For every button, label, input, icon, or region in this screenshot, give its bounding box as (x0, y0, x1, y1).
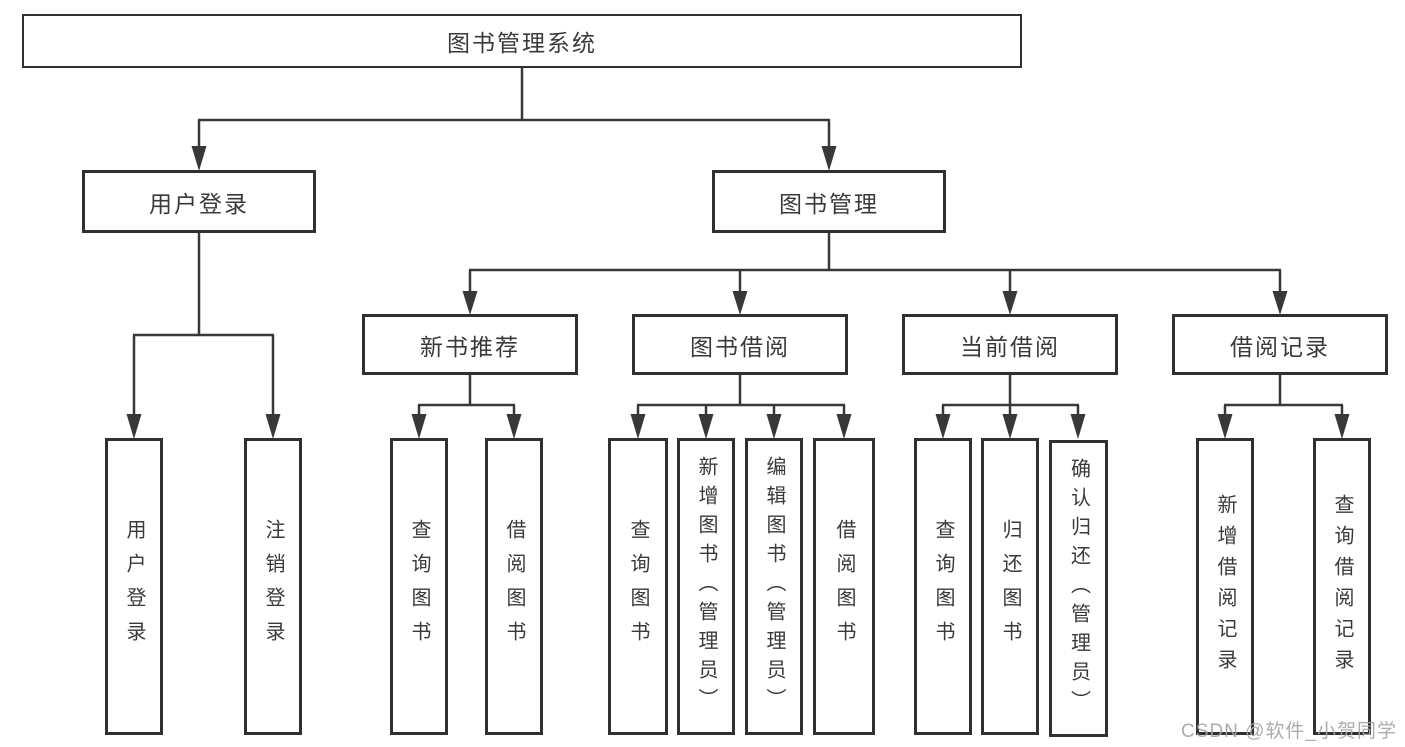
node-label: 用户登录 (149, 190, 249, 217)
node-label: 借阅图书 (833, 518, 855, 655)
node-label: 新增图书（管理员） (695, 456, 717, 717)
node-leaf-return-book: 归还图书 (981, 438, 1039, 735)
node-label: 新增借阅记录 (1214, 493, 1236, 680)
node-label: 图书管理 (779, 190, 879, 217)
node-leaf-borrow-books: 借阅图书 (813, 438, 875, 735)
node-label: 新书推荐 (420, 333, 520, 360)
node-borrowing-records: 借阅记录 (1172, 314, 1388, 375)
node-book-borrowing: 图书借阅 (632, 314, 848, 375)
node-new-book-recommend: 新书推荐 (362, 314, 578, 375)
node-current-borrowing: 当前借阅 (902, 314, 1118, 375)
node-leaf-user-login: 用户登录 (105, 438, 163, 735)
node-label: 用户登录 (123, 518, 145, 655)
node-label: 编辑图书（管理员） (763, 456, 785, 717)
csdn-watermark: CSDN @软件_小贺同学 (1181, 721, 1397, 742)
node-book-management: 图书管理 (712, 170, 946, 233)
node-leaf-query-books-recommend: 查询图书 (390, 438, 448, 735)
node-leaf-borrow-books-recommend: 借阅图书 (485, 438, 543, 735)
node-leaf-query-books-current: 查询图书 (914, 438, 972, 735)
node-leaf-logout: 注销登录 (244, 438, 302, 735)
node-label: 借阅记录 (1230, 333, 1330, 360)
node-library-system: 图书管理系统 (22, 14, 1022, 68)
node-label: 查询图书 (627, 518, 649, 655)
node-leaf-edit-book-admin: 编辑图书（管理员） (745, 438, 803, 735)
node-label: 查询借阅记录 (1331, 493, 1353, 680)
node-label: 归还图书 (999, 518, 1021, 655)
node-user-login: 用户登录 (82, 170, 316, 233)
node-label: 图书管理系统 (447, 30, 597, 56)
node-label: 确认归还（管理员） (1067, 458, 1090, 719)
node-label: 查询图书 (932, 518, 954, 655)
node-label: 图书借阅 (690, 333, 790, 360)
node-leaf-add-borrow-record: 新增借阅记录 (1196, 438, 1254, 735)
node-label: 注销登录 (262, 518, 284, 655)
node-leaf-confirm-return-admin: 确认归还（管理员） (1049, 440, 1108, 737)
node-leaf-add-book-admin: 新增图书（管理员） (677, 438, 735, 735)
node-label: 当前借阅 (960, 333, 1060, 360)
node-label: 借阅图书 (503, 518, 525, 655)
node-label: 查询图书 (408, 518, 430, 655)
node-leaf-query-borrow-record: 查询借阅记录 (1313, 438, 1371, 735)
node-leaf-query-books-borrow: 查询图书 (608, 438, 668, 735)
